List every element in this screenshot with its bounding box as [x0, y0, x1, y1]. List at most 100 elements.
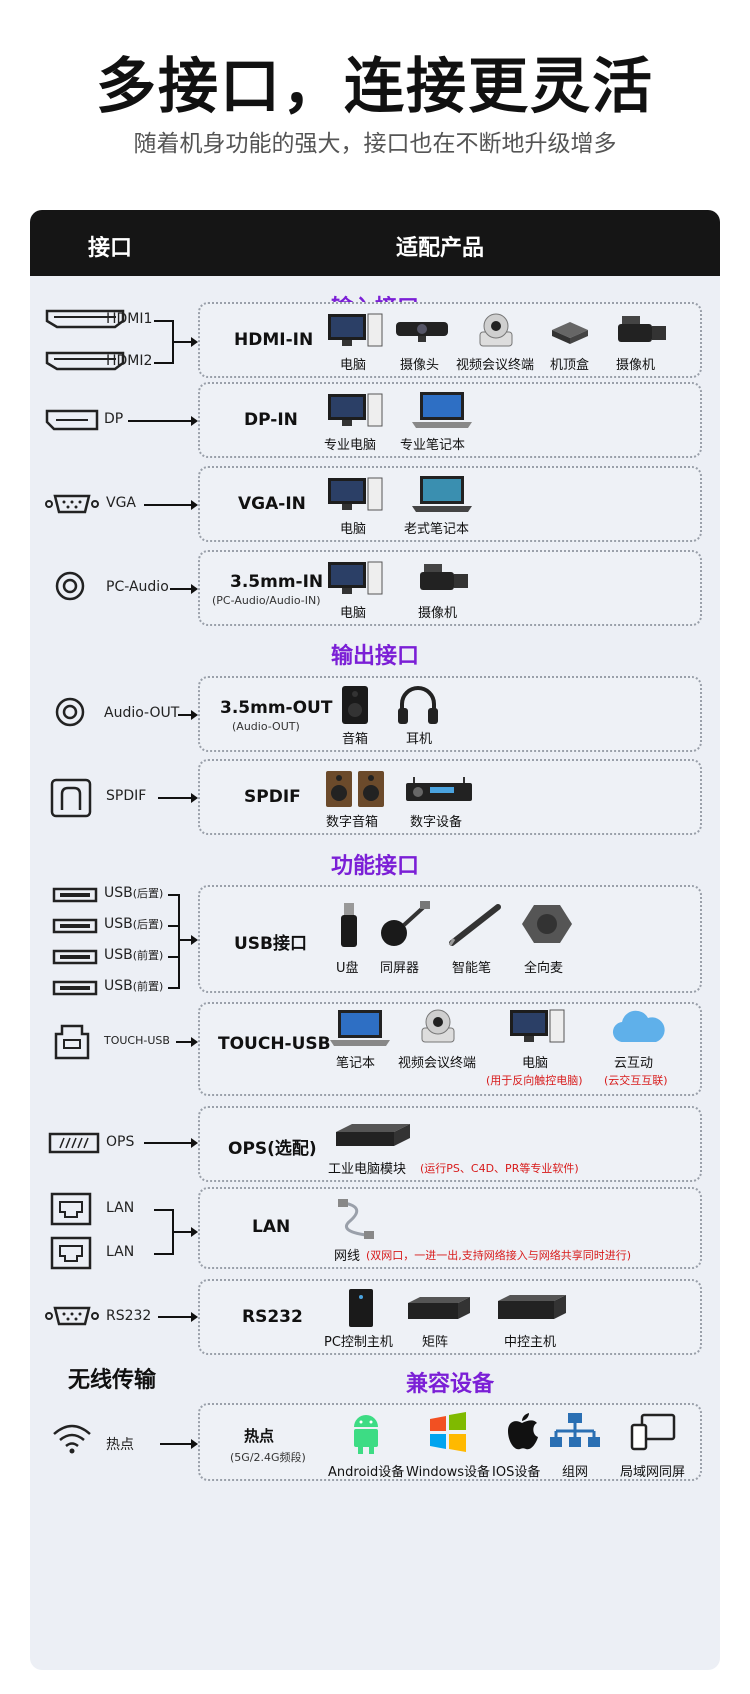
audio-receiver-icon	[406, 777, 472, 801]
product-note: (云交互互联)	[604, 1074, 668, 1087]
vga-label: VGA	[106, 495, 137, 511]
hero-subtitle: 随着机身功能的强大，接口也在不断地升级增多	[133, 131, 617, 157]
product-label: 机顶盒	[550, 358, 590, 373]
product-label: 专业电脑	[324, 438, 377, 453]
product-label: 工业电脑模块	[328, 1162, 407, 1177]
product-label: Android设备	[328, 1465, 405, 1480]
audio-out-name: 3.5mm-OUT	[220, 698, 333, 718]
camcorder-icon	[618, 316, 666, 342]
touch-usb-name: TOUCH-USB	[218, 1034, 331, 1054]
usb-label: USB(前置)	[104, 947, 164, 963]
product-label: PC控制主机	[324, 1335, 393, 1350]
product-label: 矩阵	[422, 1335, 449, 1350]
usb-port-icon	[52, 980, 98, 996]
section-output: 输出接口	[330, 644, 419, 669]
product-note: (用于反向触控电脑)	[486, 1074, 583, 1087]
ops-label: OPS	[106, 1134, 135, 1150]
wifi-icon	[53, 1424, 91, 1454]
computer-icon	[328, 313, 383, 347]
usb-port-icon	[52, 887, 98, 903]
audio-out-label: Audio-OUT	[104, 705, 180, 721]
usb-drive-icon	[341, 903, 357, 947]
computer-icon	[328, 561, 383, 595]
screen-share-dongle-icon	[381, 901, 430, 946]
table-header: 接口 适配产品	[30, 210, 720, 276]
product-label: IOS设备	[492, 1465, 541, 1480]
section-wireless: 无线传输	[68, 1368, 157, 1393]
hotspot-label: 热点	[106, 1437, 134, 1453]
ethernet-port-icon	[50, 1236, 92, 1270]
interface-table: 接口 适配产品 输入接口 HDMI1 HDMI2 HDMI-IN 电脑 摄像头 …	[30, 210, 720, 1670]
smart-pen-icon	[448, 904, 501, 946]
lan2-label: LAN	[106, 1244, 135, 1260]
lan1-label: LAN	[106, 1200, 135, 1216]
hotspot-sub: (5G/2.4G频段)	[230, 1451, 306, 1464]
hdmi-port-icon	[45, 309, 125, 329]
pc-tower-icon	[349, 1289, 373, 1327]
ethernet-port-icon	[50, 1192, 92, 1226]
lan-row: LAN 网线 (双网口，一进一出,支持网络接入与网络共享同时进行)	[198, 1187, 702, 1269]
usb-label: USB(后置)	[104, 885, 164, 901]
product-label: 笔记本	[336, 1056, 376, 1071]
hotspot-row: 热点 (5G/2.4G频段) Android设备 Windows设备 IOS设备…	[198, 1403, 702, 1481]
section-compatible: 兼容设备	[405, 1372, 494, 1397]
cloud-icon	[612, 1010, 665, 1043]
product-label: 老式笔记本	[404, 522, 470, 537]
header-interface: 接口	[88, 236, 133, 261]
rs232-port-icon	[45, 1306, 99, 1326]
matrix-switcher-icon	[408, 1297, 470, 1319]
spdif-label: SPDIF	[106, 788, 147, 804]
touch-usb-label: TOUCH-USB	[104, 1034, 170, 1047]
product-label: 局域网同屏	[620, 1465, 686, 1480]
audio-jack-icon	[55, 697, 85, 727]
product-label: 摄像机	[418, 606, 458, 621]
central-control-icon	[498, 1295, 566, 1319]
ops-port-icon	[48, 1132, 100, 1154]
settop-box-icon	[552, 322, 588, 344]
omni-mic-icon	[522, 905, 572, 943]
audio-out-row: 3.5mm-OUT (Audio-OUT) 音箱 耳机	[198, 676, 702, 752]
ops-module-icon	[336, 1124, 410, 1146]
usb-row: USB接口 U盘 同屏器 智能笔 全向麦	[198, 885, 702, 993]
laptop-icon	[412, 476, 472, 512]
product-label: 智能笔	[452, 961, 492, 976]
product-label: 组网	[562, 1465, 589, 1480]
product-label: 电脑	[340, 358, 367, 373]
windows-icon	[430, 1412, 466, 1452]
android-icon	[354, 1415, 378, 1454]
dp-in-name: DP-IN	[244, 410, 298, 430]
hdmi-port-icon	[45, 351, 125, 371]
webcam-icon	[396, 322, 448, 342]
computer-icon	[328, 477, 383, 511]
product-label: U盘	[336, 961, 359, 976]
camcorder-icon	[420, 564, 468, 590]
header-products: 适配产品	[396, 236, 485, 261]
usb-label: USB(前置)	[104, 978, 164, 994]
product-label: 摄像机	[616, 358, 656, 373]
pc-audio-label: PC-Audio	[106, 579, 169, 595]
product-label: 数字音箱	[326, 815, 379, 830]
laptop-icon	[330, 1010, 390, 1046]
product-label: 数字设备	[410, 815, 463, 830]
pc-audio-name: 3.5mm-IN	[230, 572, 324, 592]
hdmi-row: HDMI-IN 电脑 摄像头 视频会议终端 机顶盒 摄像机	[198, 302, 702, 378]
product-note: (双网口，一进一出,支持网络接入与网络共享同时进行)	[366, 1249, 632, 1262]
network-cable-icon	[338, 1199, 374, 1239]
product-label: 摄像头	[400, 358, 440, 373]
product-label: 电脑	[340, 522, 367, 537]
hdmi2-label: HDMI2	[106, 353, 153, 369]
product-label: 音箱	[342, 732, 369, 747]
computer-icon	[328, 393, 383, 427]
product-label: Windows设备	[406, 1465, 491, 1480]
vga-port-icon	[45, 494, 99, 514]
ops-name: OPS(选配)	[228, 1139, 317, 1159]
product-label: 视频会议终端	[456, 358, 535, 373]
product-label: 耳机	[406, 732, 433, 747]
ptz-camera-icon	[421, 1009, 455, 1043]
dp-label: DP	[104, 411, 124, 427]
pc-audio-row: 3.5mm-IN (PC-Audio/Audio-IN) 电脑 摄像机	[198, 550, 702, 626]
rs232-row: RS232 PC控制主机 矩阵 中控主机	[198, 1279, 702, 1355]
product-label: 全向麦	[524, 961, 564, 976]
usb-port-icon	[52, 949, 98, 965]
computer-icon	[510, 1009, 565, 1043]
